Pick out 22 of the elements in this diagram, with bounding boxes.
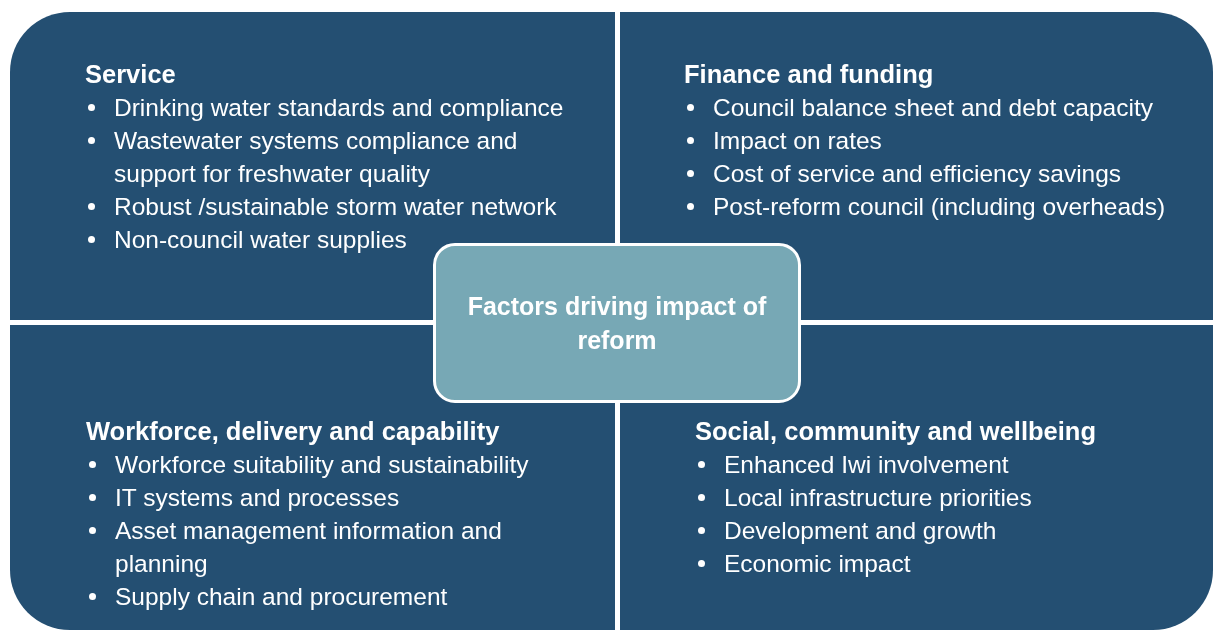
bullet-item: Enhanced Iwi involvement: [724, 450, 1010, 480]
bullet-item: Council balance sheet and debt capacity: [713, 93, 1154, 123]
bullet-item: Impact on rates: [713, 126, 883, 156]
section-heading: Finance and funding: [684, 60, 934, 89]
bullet-item: Non-council water supplies: [114, 225, 408, 255]
bullet-item: Development and growth: [724, 516, 998, 546]
bullet-item: IT systems and processes: [115, 483, 401, 513]
bullet-item: Drinking water standards and compliance: [114, 93, 565, 123]
bullet-item: Asset management information and planning: [115, 516, 503, 579]
center-box: [433, 243, 801, 403]
section-heading: Workforce, delivery and capability: [86, 417, 500, 446]
bullet-item: Post-reform council (including overheads): [713, 192, 1167, 222]
bullet-item: Supply chain and procurement: [115, 582, 449, 612]
bullet-item: Economic impact: [724, 549, 912, 579]
center-title: Factors driving impact of reform: [466, 291, 768, 356]
bullet-item: Cost of service and efficiency savings: [713, 159, 1123, 189]
section-heading: Social, community and wellbeing: [695, 417, 1096, 446]
bullet-item: Robust /sustainable storm water network: [114, 192, 558, 222]
bullet-item: Wastewater systems compliance and support for freshwater quality: [114, 126, 519, 189]
bullet-item: Workforce suitability and sustainability: [115, 450, 530, 480]
bullet-item: Local infrastructure priorities: [724, 483, 1033, 513]
section-heading: Service: [85, 60, 176, 89]
